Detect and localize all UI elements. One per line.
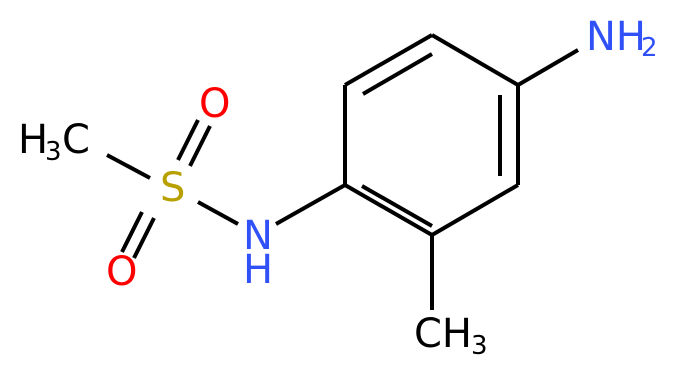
bond-ring-c2-c3 (344, 33, 433, 87)
atom-nitrogen: N (243, 213, 273, 259)
atom-sulfur: S (160, 165, 185, 211)
bond-ring-inner-1 (361, 52, 434, 96)
bond-ring-c6-c1 (344, 183, 433, 237)
bond-s-o-bottom-b (132, 217, 156, 259)
bond-s-n (197, 200, 239, 226)
bond-ring-c3-c4 (430, 33, 520, 87)
atom-labels: H 3 C S O O N H NH 2 CH 3 (18, 14, 658, 361)
bond-ring-c5-c6 (430, 183, 520, 237)
atom-h3c: H 3 C (18, 117, 90, 167)
bond-c4-nh2 (516, 48, 580, 87)
bond-n-c1 (275, 183, 346, 226)
bond-s-o-top-b (188, 125, 212, 167)
atom-nh2: NH 2 (586, 14, 658, 63)
atom-ch3: CH 3 (414, 311, 488, 361)
atom-oxygen-bottom: O (106, 249, 137, 295)
bond-ring-inner-3 (361, 184, 433, 228)
bonds (106, 33, 580, 310)
bond-s-o-bottom-a (120, 211, 144, 253)
bond-s-o-top-a (176, 119, 200, 161)
atom-oxygen-top: O (199, 81, 230, 127)
atom-nitrogen-hydrogen: H (243, 247, 273, 293)
bond-c-s (106, 153, 151, 180)
